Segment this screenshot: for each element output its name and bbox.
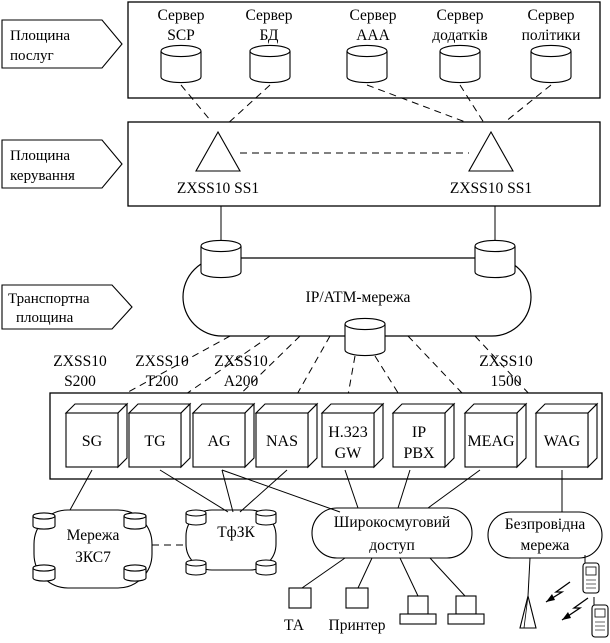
device-label-line1: IP: [412, 424, 426, 441]
pstn-node-icon-4: [255, 559, 277, 576]
gateway-t200-label-line1: ZXSS10: [135, 353, 189, 370]
ss7-node-icon-3: [32, 564, 56, 582]
device-label-line2: PBX: [403, 445, 435, 462]
lightning-icon-2: [561, 597, 589, 621]
broadband-access-shape: [311, 507, 473, 559]
wireless-network-label-line2: мережа: [521, 537, 570, 554]
device-box-wag: WAG: [534, 402, 599, 469]
server-db-icon-1: [160, 44, 202, 84]
device-label: TG: [144, 433, 166, 450]
pstn-node-icon-2: [255, 509, 277, 526]
pstn-node-icon-3: [185, 559, 207, 576]
services-control-links: [180, 84, 552, 127]
broadband-access-label-line1: Широкосмуговий: [334, 514, 450, 531]
wireless-network-shape: [487, 511, 603, 559]
gateway-1500-label-line2: 1500: [491, 373, 522, 390]
router-icon-left: [200, 239, 242, 279]
server-aaa-name: AAA: [356, 27, 390, 44]
terminal-links: [301, 557, 466, 597]
ss7-node-icon-1: [32, 512, 56, 530]
gateway-s200-label-line1: ZXSS10: [53, 353, 107, 370]
device-label-line1: H.323: [328, 424, 368, 441]
ss7-network-label-line2: ЗКС7: [75, 549, 111, 566]
server-db-icon-2: [249, 44, 291, 84]
access-links: [69, 469, 563, 513]
server-db-icon-5: [530, 44, 572, 84]
server-policy-name: політики: [522, 27, 581, 44]
server-db-name: БД: [260, 27, 279, 44]
device-label: MEAG: [467, 433, 515, 450]
server-db-icon-3: [346, 44, 388, 84]
ss7-network-shape: [33, 509, 153, 589]
pstn-node-icon-1: [185, 509, 207, 526]
gateway-t200-label-line2: T200: [146, 373, 179, 390]
services-plane-tag: Площина послуг: [1, 19, 123, 69]
ss7-node-icon-4: [123, 564, 147, 582]
lightning-icon-1: [545, 581, 571, 603]
server-apps-name: додатків: [432, 27, 487, 44]
device-box-sg: SG: [64, 402, 129, 469]
phone-terminal-icon: [288, 587, 312, 609]
control-plane-label-line2: керування: [10, 168, 75, 184]
device-box-tg: TG: [127, 402, 192, 469]
device-box-meag: MEAG: [463, 402, 528, 469]
device-label: NAS: [266, 433, 298, 450]
softswitch-left-label: ZXSS10 SS1: [177, 180, 259, 197]
mobile-phone-icon-1: [582, 555, 600, 594]
gateway-1500-label-line1: ZXSS10: [479, 353, 533, 370]
device-box-ag: AG: [191, 402, 256, 469]
softswitch-right-label: ZXSS10 SS1: [450, 180, 532, 197]
printer-terminal-icon: [345, 587, 369, 609]
server-aaa-title: Сервер: [349, 7, 396, 24]
softswitch-right-icon: [468, 130, 514, 172]
server-scp-title: Сервер: [157, 7, 204, 24]
device-box-nas: NAS: [254, 402, 319, 469]
transport-plane-label-line1: Транспортна: [8, 291, 90, 307]
pstn-network-shape: [185, 509, 277, 571]
server-scp-name: SCP: [167, 27, 195, 44]
device-label: AG: [207, 433, 231, 450]
mobile-phone-icon-2: [591, 597, 609, 638]
wireless-network-label-line1: Безпровідна: [505, 516, 586, 533]
control-plane-label-line1: Площина: [10, 148, 70, 164]
wireless-antenna-link: [527, 557, 531, 597]
server-policy-title: Сервер: [527, 7, 574, 24]
device-box-ip: IP PBX: [391, 402, 456, 469]
softswitch-left-icon: [195, 130, 241, 172]
device-label: SG: [82, 433, 103, 450]
gateway-a200-label-line1: ZXSS10: [214, 353, 268, 370]
transport-plane-label-line2: площина: [16, 310, 74, 326]
gateway-s200-label-line2: S200: [64, 373, 96, 390]
printer-terminal-label: Принтер: [329, 617, 386, 634]
ss7-network-label-line1: Мережа: [67, 527, 120, 544]
transport-plane-tag: Транспортна площина: [1, 284, 133, 330]
device-label: WAG: [544, 433, 581, 450]
ip-atm-network-label: IP/ATM-мережа: [306, 289, 411, 306]
gateway-a200-label-line2: A200: [224, 373, 259, 390]
control-plane-tag: Площина керування: [1, 139, 123, 189]
server-db-icon-4: [439, 44, 481, 84]
services-plane-label-line1: Площина: [10, 28, 70, 44]
computer-icon-1: [399, 595, 437, 625]
router-icon-right: [474, 239, 516, 279]
services-plane-label-line2: послуг: [10, 48, 54, 64]
phone-terminal-label: ТА: [284, 617, 305, 634]
device-label-line2: GW: [335, 445, 363, 462]
ss7-node-icon-2: [123, 512, 147, 530]
computer-icon-2: [447, 595, 485, 625]
server-apps-title: Сервер: [436, 7, 483, 24]
broadband-access-label-line2: доступ: [369, 537, 415, 554]
antenna-icon: [519, 595, 537, 629]
router-icon-center: [344, 317, 386, 357]
server-db-title: Сервер: [245, 7, 292, 24]
pstn-network-label: ТфЗК: [217, 524, 255, 541]
